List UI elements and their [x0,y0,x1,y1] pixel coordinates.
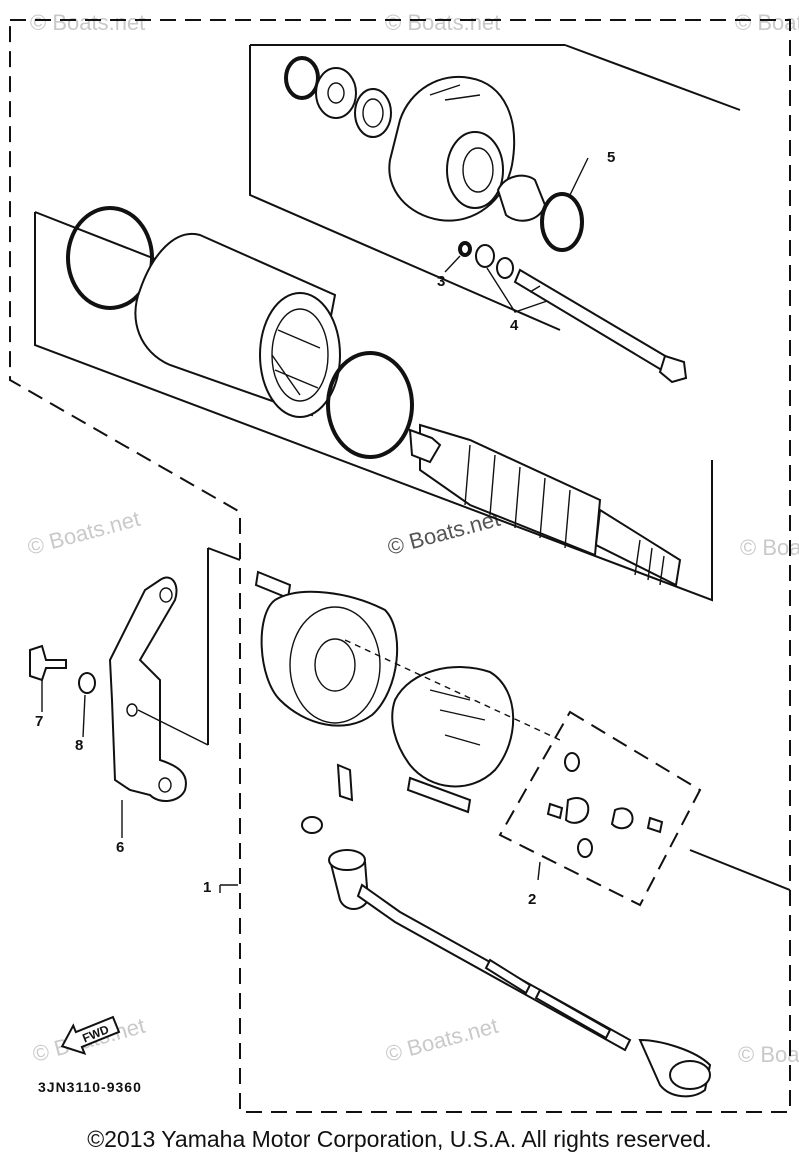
yoke-group [66,206,682,587]
screw [564,752,580,772]
washer-4b [496,257,514,279]
bolt-7 [29,644,67,682]
callout-8: 8 [75,737,83,754]
callout-2: 2 [528,891,536,908]
callout-6: 6 [116,839,124,856]
front-cover-panel [207,547,791,891]
oil-seal [354,88,392,138]
callout-3: 3 [437,273,445,290]
brush [546,802,564,820]
brush-spring [610,807,634,830]
callout-5: 5 [607,149,615,166]
washer [315,67,357,119]
watermark: © Boats.net [385,10,500,35]
callout-1: 1 [203,879,211,896]
bracket-6 [108,576,187,802]
washer-8 [78,672,96,694]
end-cover-group [284,56,688,384]
watermark: © Boats.net [383,1013,501,1067]
pinion-shaft [254,570,292,600]
watermark: © Boats.net [30,10,145,35]
assembly-boundary [9,19,791,1113]
lead-wire-group [328,849,712,1098]
copyright-notice: ©2013 Yamaha Motor Corporation, U.S.A. A… [87,1126,712,1152]
o-ring-yoke [326,351,414,459]
brush-holder [391,666,515,788]
brush [646,816,664,834]
bracket-group [29,576,209,838]
brush-set-box [498,710,702,907]
o-ring-3 [458,241,472,257]
brush-spring [564,797,590,824]
screw [577,838,593,858]
front-cover [260,590,399,727]
washer-4a [475,244,495,268]
o-ring-small [284,56,320,100]
forward-arrow-icon: FWD [60,1015,121,1056]
o-ring-large [66,206,154,310]
terminal-bolt [336,763,354,802]
callout-4: 4 [510,317,519,334]
watermark: © Boats.net [25,506,143,560]
callout-7: 7 [35,713,43,730]
front-cover-group [254,570,664,858]
bushing [496,174,547,222]
watermark: © Boats.net [738,1042,799,1067]
armature-shaft [594,508,682,587]
armature [419,423,602,557]
diagram-code: 3JN3110-9360 [38,1079,142,1095]
watermark: © Boats.net [735,10,799,35]
o-ring-5 [540,192,584,252]
end-cover-panel [249,44,741,331]
screw [301,816,323,834]
